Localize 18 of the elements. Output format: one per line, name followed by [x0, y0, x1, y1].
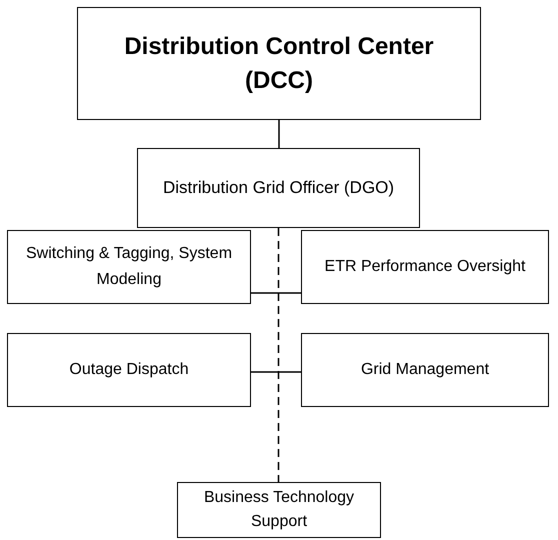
org-box [77, 7, 481, 120]
box-label: Switching & Tagging, System Modeling [24, 244, 234, 290]
box-label: Outage Dispatch [69, 360, 189, 380]
connector-line [251, 371, 301, 373]
org-box [137, 148, 420, 228]
org-box [7, 230, 251, 304]
org-box [301, 333, 549, 407]
box-label: Grid Management [360, 360, 490, 380]
connector-line [278, 120, 280, 148]
connector-line [278, 228, 280, 482]
connector-line [251, 292, 301, 294]
box-label: Business Technology Support [202, 488, 356, 532]
org-box [301, 230, 549, 304]
org-box [177, 482, 381, 538]
box-label: Distribution Grid Officer (DGO) [162, 177, 394, 199]
org-box [7, 333, 251, 407]
box-label: ETR Performance Oversight [324, 257, 526, 277]
box-label: Distribution Control Center (DCC) [123, 32, 435, 96]
